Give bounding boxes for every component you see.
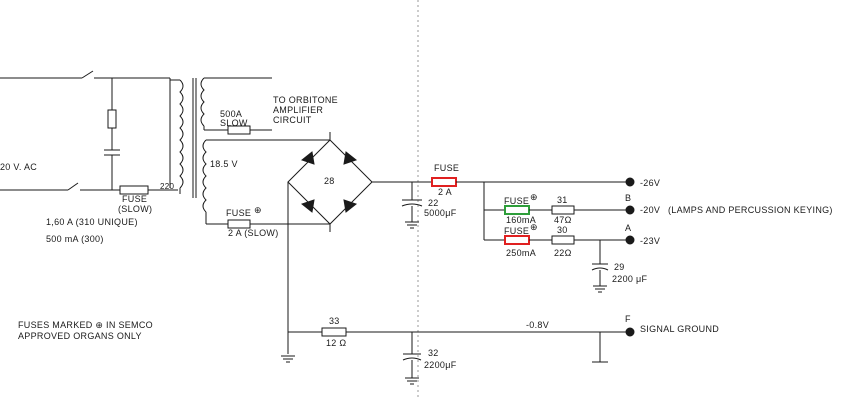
terminal-26v	[625, 177, 635, 187]
orbitone-fuse-rating: 500A	[220, 109, 242, 119]
orbitone-line3: CIRCUIT	[273, 115, 312, 125]
secondary-voltage: 18.5 V	[210, 159, 238, 169]
mains-switch-top	[81, 70, 94, 79]
orbitone-line2: AMPLIFIER	[273, 105, 323, 115]
terminal-f-letter: F	[625, 314, 631, 324]
output-a-voltage: -23V	[640, 236, 660, 246]
note-line2: APPROVED ORGANS ONLY	[18, 331, 142, 341]
ground-res-value: 12 Ω	[326, 338, 346, 348]
main-fuse	[431, 177, 457, 187]
main-rail: FUSE 2 A -26V	[431, 163, 660, 240]
output-26v: -26V	[640, 178, 660, 188]
main-fuse-label: FUSE	[434, 163, 459, 173]
branch-b-fuse-rating: 160mA	[506, 215, 536, 225]
ground-cap-value: 2200μF	[424, 360, 457, 370]
branch-a-cap-ref: 29	[614, 262, 625, 272]
snubber-resistor	[107, 109, 117, 129]
branch-b-res-ref: 31	[557, 195, 568, 205]
fuse-rating-2: 500 mA (300)	[46, 234, 104, 244]
filter-capacitor: 22 5000μF	[401, 182, 457, 229]
ground-resistor	[321, 327, 347, 337]
rectifier-fuse-label: FUSE	[226, 208, 251, 218]
branch-b-fuse	[504, 205, 530, 215]
filter-cap-value: 5000μF	[424, 208, 457, 218]
rectifier-fuse	[227, 219, 251, 229]
ground-cap-ref: 32	[428, 348, 439, 358]
rectifier-fuse-rating: 2 A (SLOW)	[228, 228, 279, 238]
signal-ground-network: 33 12 Ω -0.8V F SIGNAL GROUND 32 2200μF	[281, 314, 719, 385]
branch-b-fuse-label: FUSE	[504, 196, 529, 206]
mains-voltage-label: 20 V. AC	[0, 162, 37, 172]
terminal-b-letter: B	[625, 193, 631, 203]
primary-fuse-label: FUSE	[122, 194, 147, 204]
output-b-voltage: -20V	[640, 205, 660, 215]
branch-a-fuse-mark: ⊕	[530, 222, 538, 232]
branch-a-res-value: 22Ω	[554, 248, 572, 258]
bridge-rectifier: 28	[287, 132, 432, 354]
orbitone-line1: TO ORBITONE	[273, 95, 338, 105]
ground-voltage: -0.8V	[526, 320, 549, 330]
primary-fuse-ref: 220	[160, 182, 174, 191]
diode-3	[300, 199, 315, 213]
ground-res-ref: 33	[329, 316, 340, 326]
branch-a-resistor	[551, 235, 575, 245]
branch-a-fuse	[504, 235, 530, 245]
branch-b-fuse-mark: ⊕	[530, 192, 538, 202]
primary-fuse	[119, 185, 149, 195]
branch-b-resistor	[551, 205, 575, 215]
diode-1	[300, 151, 315, 165]
filter-cap-ref: 22	[428, 198, 439, 208]
terminal-a	[625, 235, 635, 245]
main-fuse-rating: 2 A	[438, 187, 452, 197]
branch-a-fuse-label: FUSE	[504, 226, 529, 236]
primary-fuse-type: (SLOW)	[118, 204, 152, 214]
branch-a-fuse-rating: 250mA	[506, 248, 536, 258]
note-line1: FUSES MARKED ⊕ IN SEMCO	[18, 320, 153, 330]
branch-a-res-ref: 30	[557, 225, 568, 235]
diode-2	[343, 151, 358, 165]
branch-a: FUSE ⊕ 250mA 30 22Ω A -23V 29 2200 μF	[484, 222, 660, 293]
output-f-desc: SIGNAL GROUND	[640, 324, 719, 334]
terminal-b	[625, 205, 635, 215]
terminal-f	[625, 327, 635, 337]
branch-a-cap-value: 2200 μF	[612, 274, 648, 284]
terminal-a-letter: A	[625, 223, 631, 233]
mains-input: 20 V. AC FUSE (SLOW) 220 1,60 A (310 UNI…	[0, 70, 178, 244]
branch-b-res-value: 47Ω	[554, 215, 572, 225]
fuse-rating-1: 1,60 A (310 UNIQUE)	[46, 217, 138, 227]
orbitone-fuse-type: SLOW	[220, 118, 248, 128]
bridge-ref: 28	[324, 176, 335, 186]
branch-b: FUSE ⊕ 160mA 31 47Ω B -20V (LAMPS AND PE…	[484, 192, 833, 225]
rectifier-fuse-mark: ⊕	[254, 205, 262, 215]
diode-4	[343, 199, 358, 213]
transformer: 500A SLOW TO ORBITONE AMPLIFIER CIRCUIT …	[170, 77, 338, 238]
mains-switch-bottom	[67, 182, 79, 191]
output-b-desc: (LAMPS AND PERCUSSION KEYING)	[668, 205, 833, 215]
